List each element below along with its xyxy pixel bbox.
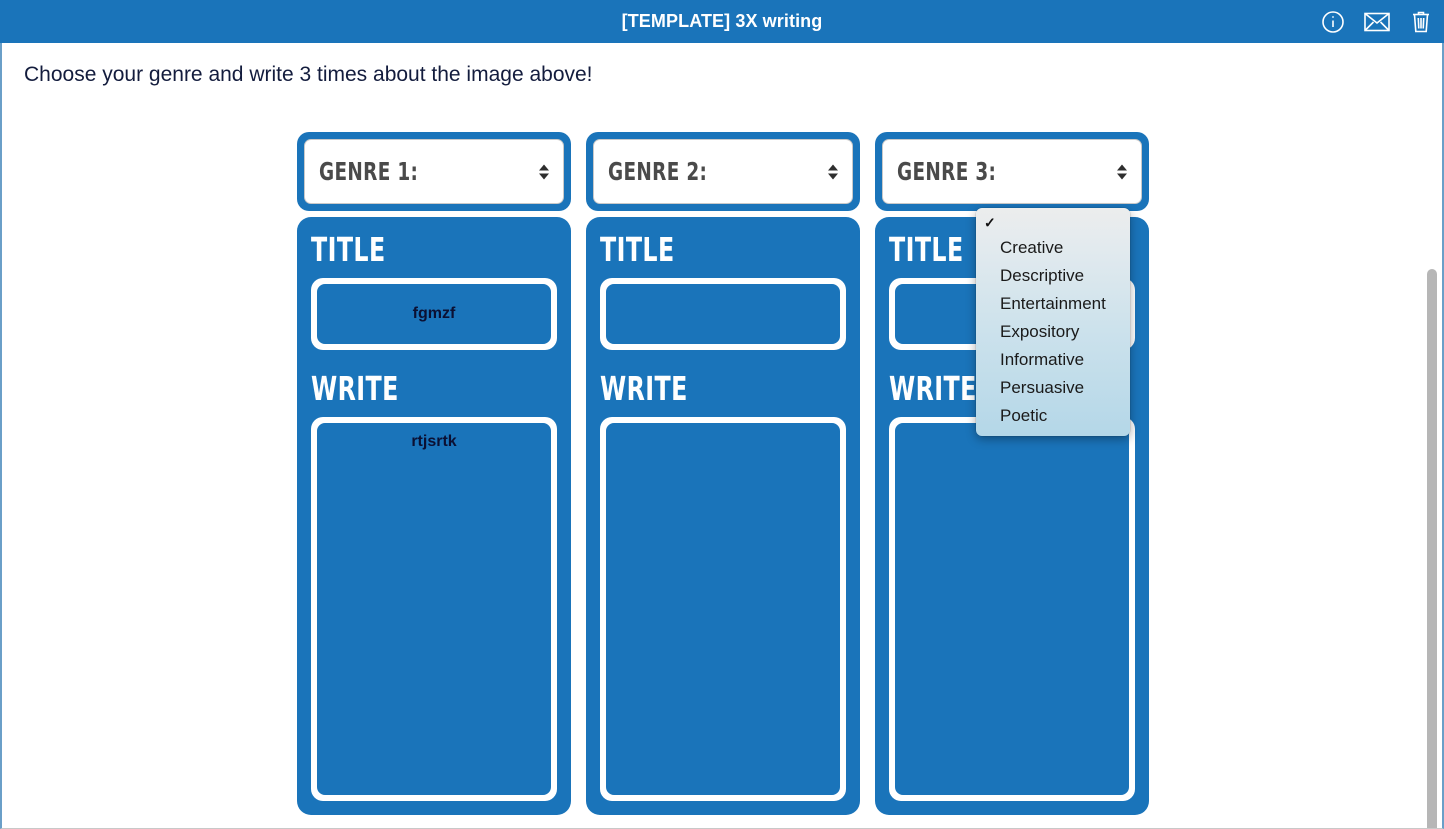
info-icon[interactable] (1320, 9, 1346, 35)
dropdown-option-entertainment[interactable]: Entertainment (976, 290, 1130, 318)
check-icon: ✓ (984, 214, 996, 231)
write-textarea-2[interactable] (606, 423, 840, 795)
dropdown-option-label: Descriptive (1000, 266, 1085, 285)
dropdown-option-persuasive[interactable]: Persuasive (976, 374, 1130, 402)
write-label-3: WRITE (889, 369, 977, 408)
genre-select-wrapper-3: GENRE 3: (875, 132, 1149, 211)
genre-select-label-2: GENRE 2: (608, 157, 708, 186)
dropdown-option-label: Poetic (1000, 406, 1048, 425)
dropdown-option-expository[interactable]: Expository (976, 318, 1130, 346)
title-input-wrapper-1 (311, 278, 557, 350)
genre-select-wrapper-1: GENRE 1: (297, 132, 571, 211)
title-input-2[interactable] (606, 284, 840, 344)
genre-select-label-3: GENRE 3: (897, 157, 997, 186)
title-label-3: TITLE (889, 230, 964, 269)
write-input-wrapper-2 (600, 417, 846, 801)
genre-select-2[interactable]: GENRE 2: (593, 139, 853, 204)
dropdown-option-label: Persuasive (1000, 378, 1085, 397)
genre-column-1: GENRE 1: TITLE WRITE (297, 132, 571, 815)
genre-select-1[interactable]: GENRE 1: (304, 139, 564, 204)
write-textarea-3[interactable] (895, 423, 1129, 795)
dropdown-option-informative[interactable]: Informative (976, 346, 1130, 374)
instruction-text: Choose your genre and write 3 times abou… (24, 63, 593, 86)
chevron-updown-icon-2[interactable] (828, 164, 838, 179)
title-label-2: TITLE (600, 230, 675, 269)
write-label-2: WRITE (600, 369, 688, 408)
dropdown-option-label: Expository (1000, 322, 1080, 341)
header-actions (1320, 0, 1434, 43)
write-label-1: WRITE (311, 369, 399, 408)
dropdown-option-selected-blank[interactable]: ✓ (976, 212, 1130, 234)
app-header-bar: [TEMPLATE] 3X writing (0, 0, 1444, 43)
genre-select-wrapper-2: GENRE 2: (586, 132, 860, 211)
dropdown-option-label: Informative (1000, 350, 1085, 369)
mail-icon[interactable] (1364, 9, 1390, 35)
content-area: Choose your genre and write 3 times abou… (0, 43, 1444, 829)
dropdown-option-descriptive[interactable]: Descriptive (976, 262, 1130, 290)
scrollbar-thumb[interactable] (1427, 269, 1437, 828)
genre-columns: GENRE 1: TITLE WRITE (297, 132, 1149, 815)
genre-card-2: TITLE WRITE (586, 217, 860, 815)
write-textarea-1[interactable] (317, 423, 551, 795)
dropdown-option-label: Creative (1000, 238, 1064, 257)
title-input-wrapper-2 (600, 278, 846, 350)
write-input-wrapper-3 (889, 417, 1135, 801)
title-input-1[interactable] (317, 284, 551, 344)
write-input-wrapper-1 (311, 417, 557, 801)
dropdown-option-creative[interactable]: Creative (976, 234, 1130, 262)
genre-column-2: GENRE 2: TITLE WRITE (586, 132, 860, 815)
chevron-updown-icon-1[interactable] (539, 164, 549, 179)
genre-card-1: TITLE WRITE (297, 217, 571, 815)
title-label-1: TITLE (311, 230, 386, 269)
dropdown-option-poetic[interactable]: Poetic (976, 402, 1130, 430)
page-title: [TEMPLATE] 3X writing (621, 11, 823, 31)
genre-dropdown-menu[interactable]: ✓ Creative Descriptive Entertainment Exp… (976, 208, 1130, 436)
genre-select-label-1: GENRE 1: (319, 157, 419, 186)
dropdown-option-label: Entertainment (1000, 294, 1106, 313)
chevron-updown-icon-3[interactable] (1117, 164, 1127, 179)
genre-select-3[interactable]: GENRE 3: (882, 139, 1142, 204)
trash-icon[interactable] (1408, 9, 1434, 35)
